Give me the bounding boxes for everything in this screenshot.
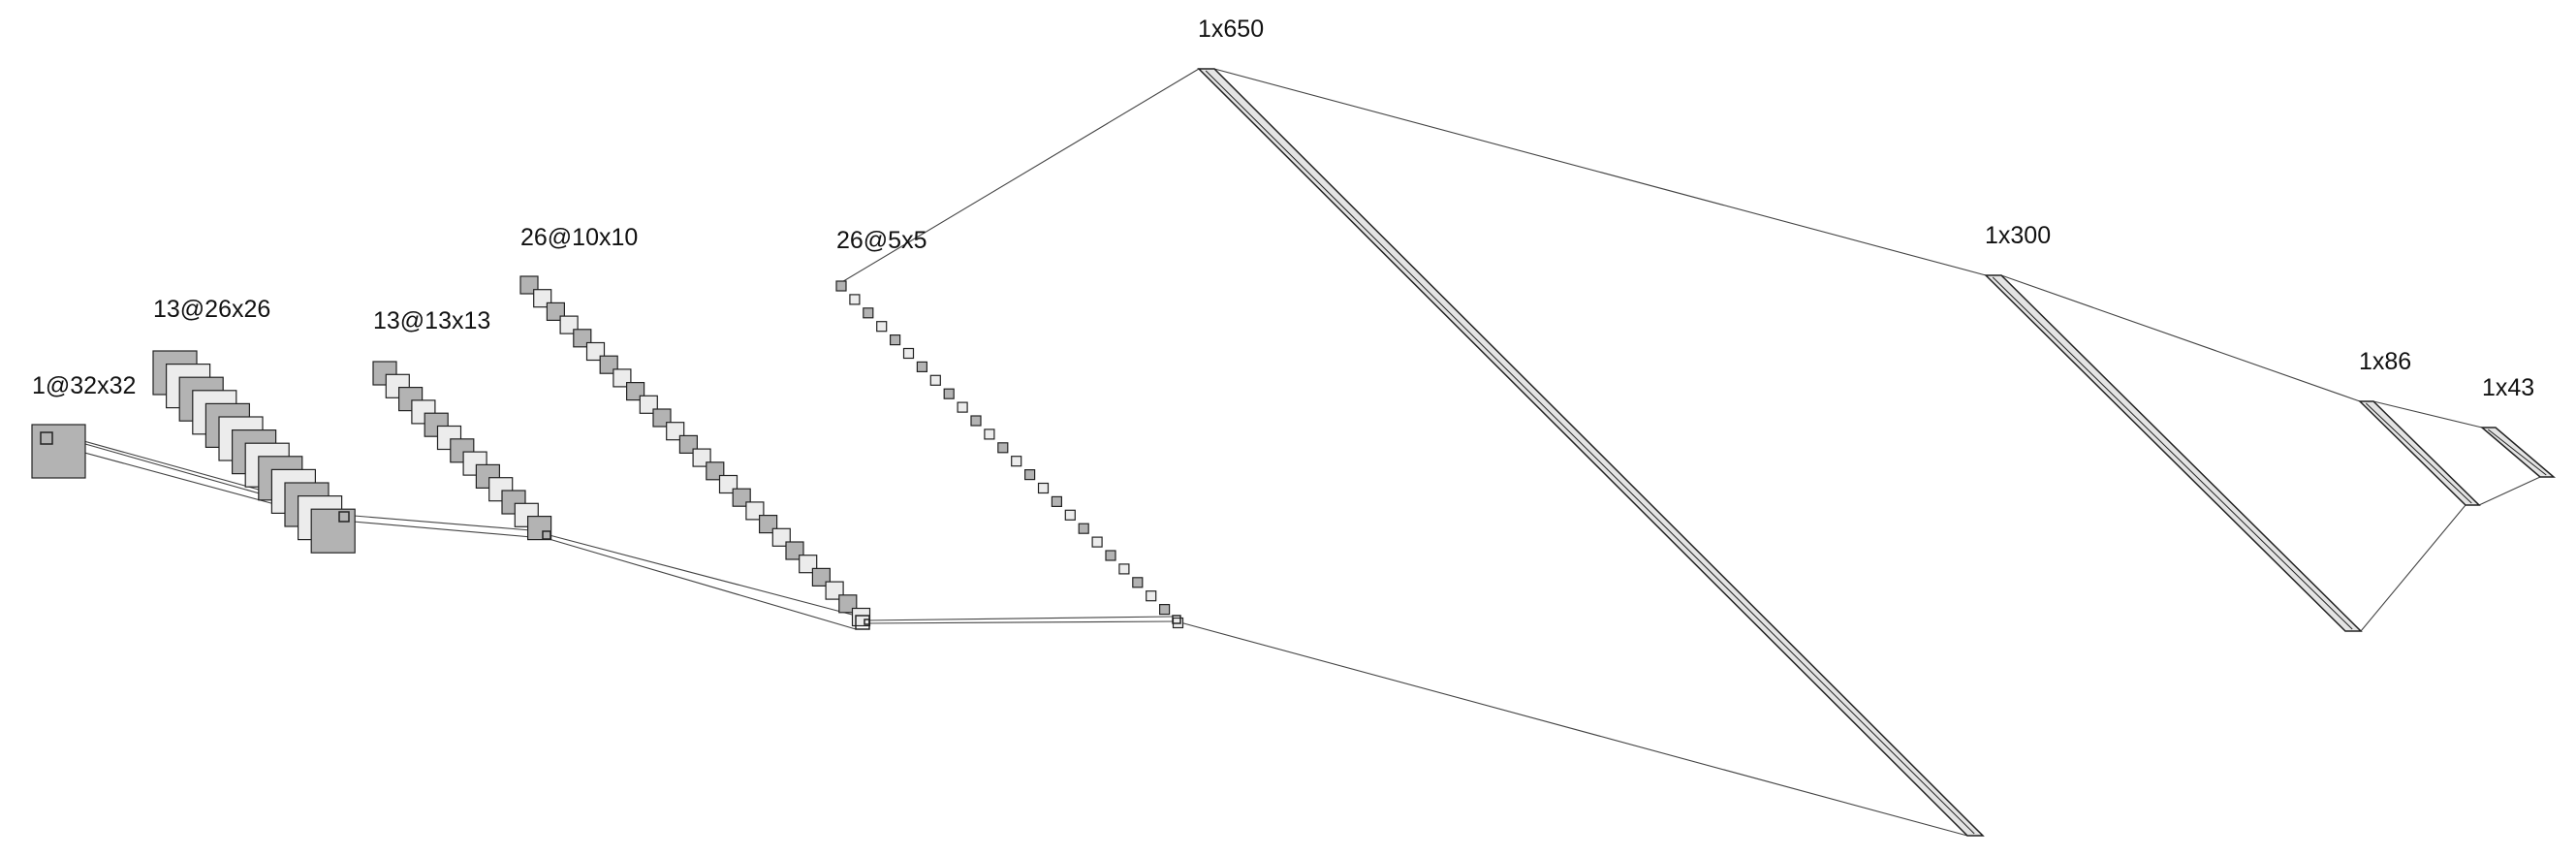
feature-map-pool2-23 xyxy=(1132,577,1144,588)
feature-map-pool2-21 xyxy=(1105,550,1116,561)
feature-map-pool2-7 xyxy=(916,361,928,372)
dense-layers xyxy=(1197,68,2557,837)
connection-line-12 xyxy=(1213,68,1987,276)
dense-slab-edge-fc1 xyxy=(1205,70,1975,835)
feature-map-pool2-13 xyxy=(997,442,1009,454)
kernel-conv2-inner xyxy=(864,619,870,625)
feature-map-conv2-26 xyxy=(851,607,871,627)
feature-map-pool1-13 xyxy=(526,515,552,541)
label-fc4: 1x43 xyxy=(2482,374,2534,401)
connection-line-9 xyxy=(864,620,1174,624)
dense-slab-fc1 xyxy=(1197,68,1985,837)
feature-map-pool2-20 xyxy=(1091,536,1103,548)
feature-map-conv1-13 xyxy=(310,508,356,554)
feature-map-pool2-8 xyxy=(929,374,941,386)
feature-map-pool2-5 xyxy=(889,334,901,346)
connection-line-16 xyxy=(2478,476,2541,506)
connection-line-10 xyxy=(839,68,1200,284)
connection-lines xyxy=(51,68,2541,837)
kernel-pool2 xyxy=(1172,615,1181,624)
kernel-conv1 xyxy=(338,511,350,523)
feature-map-pool2-18 xyxy=(1064,509,1076,521)
feature-map-pool2-16 xyxy=(1037,482,1050,494)
label-conv2: 26@10x10 xyxy=(520,224,638,251)
dense-slab-edge-fc2 xyxy=(1992,276,2353,630)
connection-line-14 xyxy=(2360,504,2466,632)
connection-line-5 xyxy=(341,520,544,539)
feature-map-pool2-22 xyxy=(1118,563,1130,575)
label-input: 1@32x32 xyxy=(32,372,136,399)
feature-map-pool2-15 xyxy=(1023,469,1036,481)
feature-map-pool2-2 xyxy=(849,294,861,305)
kernel-pool1 xyxy=(542,530,551,540)
feature-maps xyxy=(31,275,1184,629)
feature-map-pool2-3 xyxy=(863,307,874,319)
feature-map-pool2-6 xyxy=(902,347,915,360)
connection-line-15 xyxy=(2372,400,2483,428)
feature-map-pool1-4 xyxy=(411,399,436,425)
feature-map-pool2-25 xyxy=(1158,603,1171,616)
feature-map-pool2-24 xyxy=(1146,590,1157,602)
feature-map-pool2-12 xyxy=(984,428,995,440)
kernel-markers xyxy=(40,431,1181,630)
kernel-input xyxy=(40,431,53,445)
label-fc3: 1x86 xyxy=(2359,348,2411,375)
layer-labels: 1@32x32 13@26x26 13@13x13 26@10x10 26@5x… xyxy=(32,16,2534,401)
label-pool2: 26@5x5 xyxy=(836,227,927,254)
connection-line-11 xyxy=(1176,620,1968,837)
connection-line-8 xyxy=(864,616,1174,621)
feature-map-pool2-19 xyxy=(1078,523,1089,534)
feature-map-pool2-11 xyxy=(970,415,982,427)
connection-line-6 xyxy=(545,533,857,617)
feature-map-pool2-9 xyxy=(943,388,955,399)
feature-map-pool2-4 xyxy=(876,321,888,333)
label-conv1: 13@26x26 xyxy=(153,296,270,323)
label-fc2: 1x300 xyxy=(1985,222,2051,249)
label-fc1: 1x650 xyxy=(1198,16,1264,43)
feature-map-pool1-7 xyxy=(450,438,475,463)
connection-line-4 xyxy=(341,514,544,532)
dense-slab-edge-fc3 xyxy=(2365,402,2472,504)
feature-map-pool2-14 xyxy=(1011,456,1022,467)
connection-line-7 xyxy=(545,537,857,630)
connection-line-13 xyxy=(2000,274,2361,402)
feature-map-pool2-10 xyxy=(957,401,968,413)
dense-slab-fc2 xyxy=(1984,274,2363,632)
feature-map-pool2-1 xyxy=(835,280,847,292)
dense-slab-edge-fc4 xyxy=(2487,428,2547,476)
feature-map-pool2-17 xyxy=(1051,495,1063,508)
label-pool1: 13@13x13 xyxy=(373,307,490,334)
